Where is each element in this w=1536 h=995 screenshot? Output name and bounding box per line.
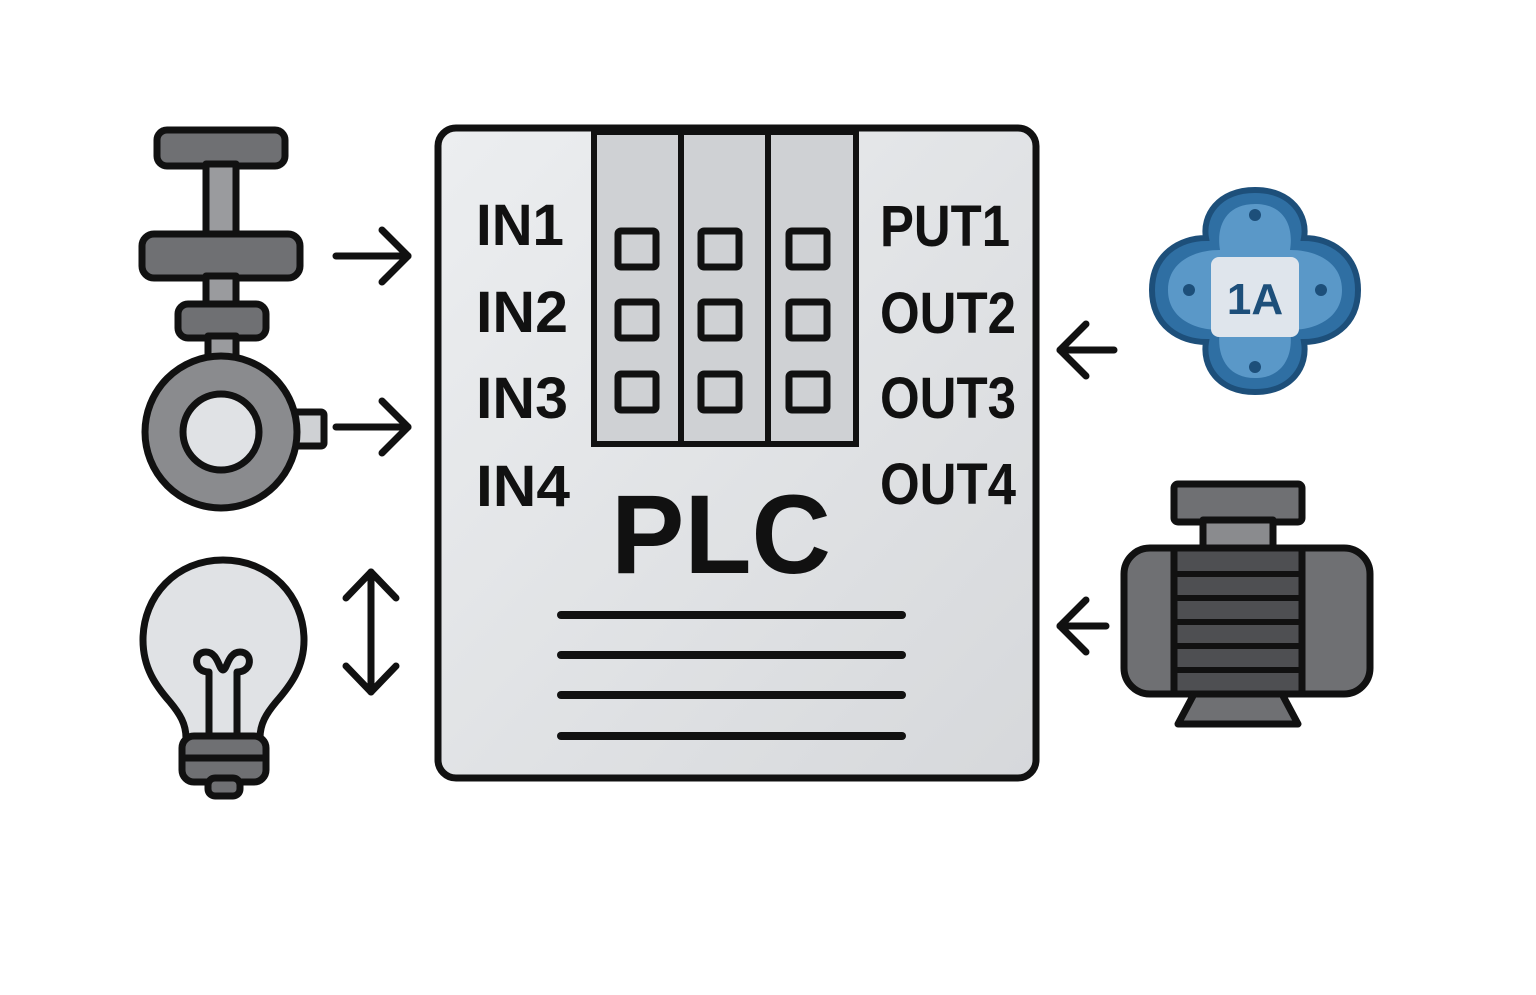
arrow-double-vertical [342, 568, 400, 696]
arrow-right [332, 397, 412, 457]
electric-motor-icon [1120, 480, 1374, 728]
flow-meter-icon [141, 300, 328, 512]
io-module-frame [591, 129, 859, 447]
plc-title: PLC [611, 472, 831, 597]
output-label-put1: PUT1 [880, 194, 1010, 259]
terminal-square [785, 370, 831, 414]
terminal-square [697, 298, 743, 342]
terminal-square [785, 298, 831, 342]
plc-unit: IN1 IN2 IN3 IN4 PUT1 OUT2 OUT3 OUT4 PLC [434, 124, 1040, 782]
io-module [591, 129, 859, 447]
terminal-square [614, 298, 660, 342]
terminal-square [614, 227, 660, 271]
input-label-in3: IN3 [476, 366, 568, 431]
current-sensor-icon: 1A [1148, 186, 1362, 396]
output-label-out2: OUT2 [880, 281, 1016, 346]
arrow-left [1056, 596, 1110, 656]
input-label-in1: IN1 [476, 193, 564, 258]
current-sensor-label: 1A [1227, 275, 1283, 324]
terminal-square [697, 227, 743, 271]
light-bulb-icon [139, 556, 308, 800]
output-labels: PUT1 OUT2 OUT3 OUT4 [880, 194, 1016, 517]
output-label-out3: OUT3 [880, 366, 1016, 431]
terminal-square [785, 227, 831, 271]
input-labels: IN1 IN2 IN3 IN4 [476, 193, 570, 519]
input-label-in2: IN2 [476, 280, 568, 345]
arrow-left [1056, 320, 1118, 380]
terminal-square [697, 370, 743, 414]
arrow-right [332, 226, 412, 286]
output-label-out4: OUT4 [880, 452, 1016, 517]
input-label-in4: IN4 [476, 454, 570, 519]
connection-arrows [332, 226, 1118, 696]
terminal-square [614, 370, 660, 414]
panel-text-lines [557, 611, 906, 740]
manual-valve-icon [138, 126, 304, 310]
io-terminal-grid [614, 227, 831, 414]
